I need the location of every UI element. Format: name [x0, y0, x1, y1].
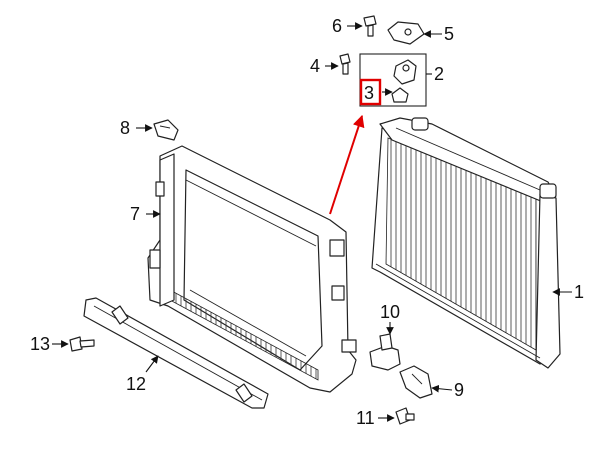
highlight-arrow [329, 114, 365, 215]
leader-lines [52, 22, 572, 422]
radiator-support-frame [147, 145, 357, 393]
callout-12: 12 [126, 374, 146, 394]
callout-8: 8 [120, 118, 130, 138]
highlight-box-3 [359, 78, 382, 106]
radiator [371, 117, 561, 369]
air-deflector [83, 297, 269, 409]
bolt-11 [395, 407, 415, 425]
callout-6: 6 [332, 16, 342, 36]
bolt-4 [339, 53, 351, 75]
callout-13: 13 [30, 334, 50, 354]
isolator-3 [391, 87, 409, 103]
callout-5: 5 [444, 24, 454, 44]
callout-11: 11 [356, 408, 375, 428]
bracket-2 [393, 59, 417, 85]
callout-2: 2 [434, 64, 444, 84]
bolt-13 [69, 336, 95, 352]
callout-10: 10 [380, 302, 400, 322]
callout-4: 4 [310, 56, 320, 76]
callout-7: 7 [130, 204, 140, 224]
clip-8 [153, 119, 179, 141]
callout-1: 1 [574, 282, 584, 302]
bracket-5 [387, 21, 425, 45]
callout-3: 3 [364, 83, 374, 103]
bolt-6 [363, 15, 377, 37]
callout-9: 9 [454, 380, 464, 400]
bracket-9 [399, 365, 433, 399]
bracket-10 [369, 333, 401, 371]
